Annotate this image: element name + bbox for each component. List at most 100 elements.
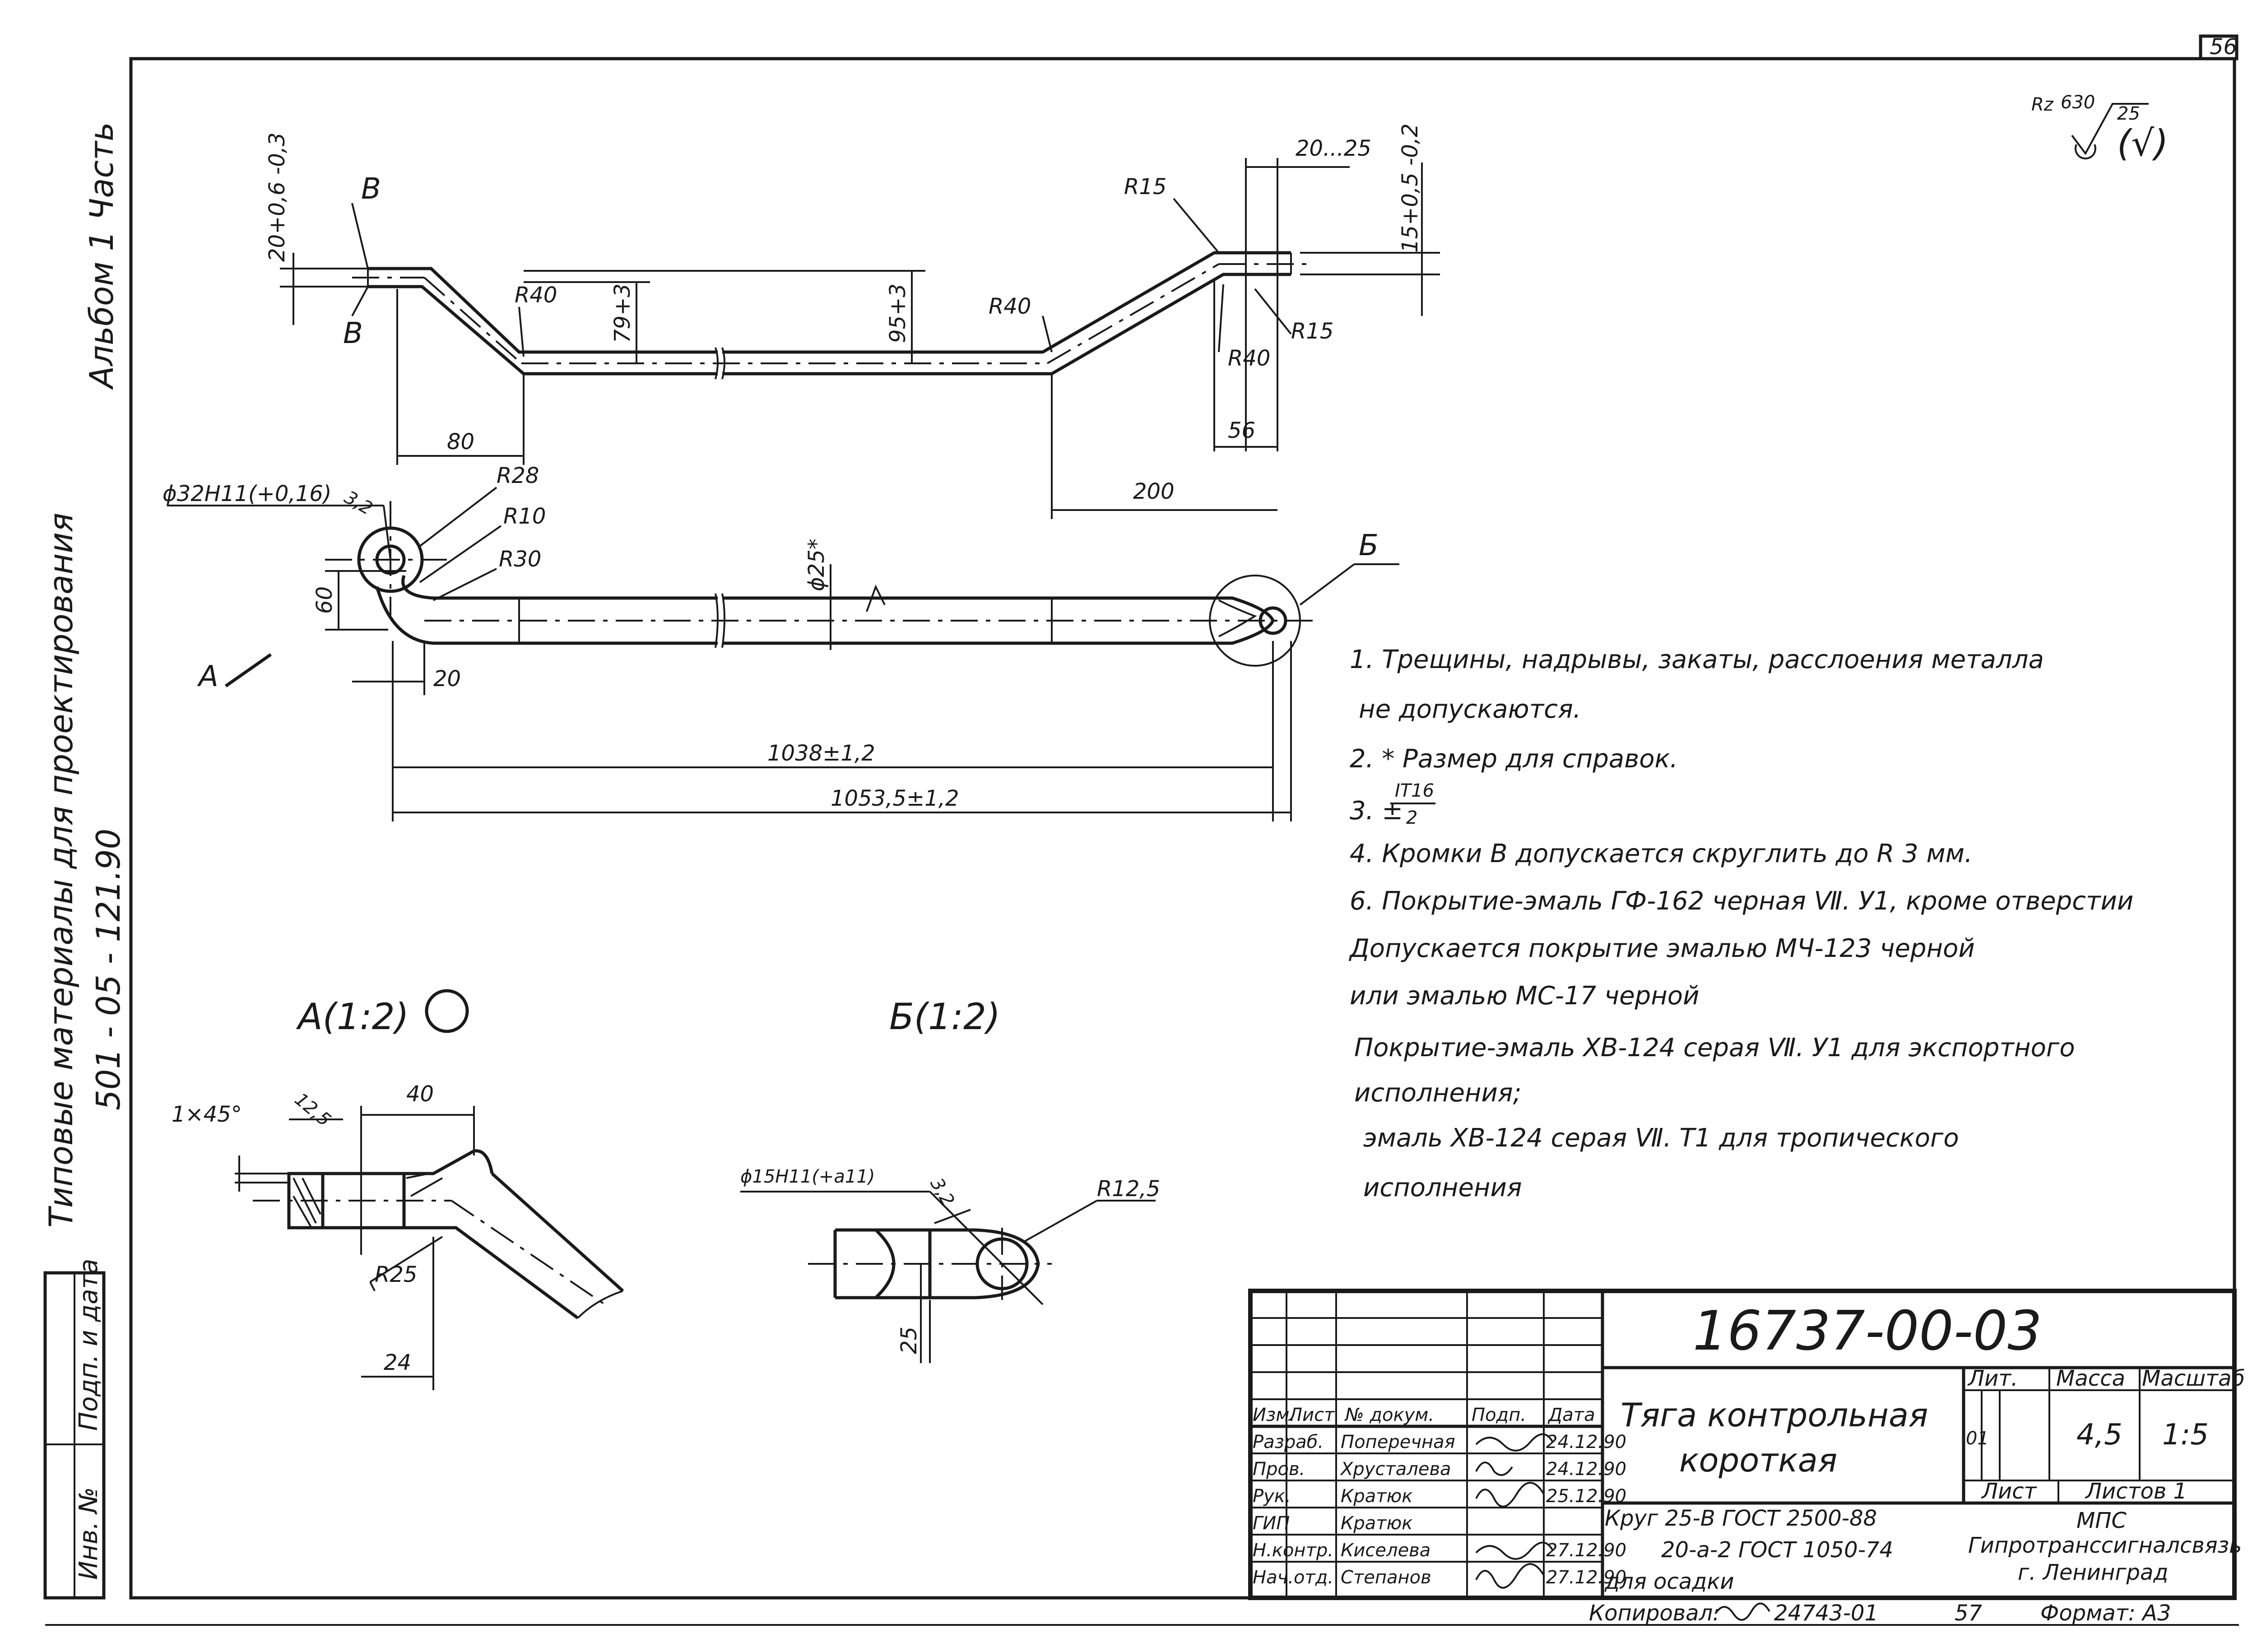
material-1: Круг 25-В ГОСТ 2500-88 [1605, 1506, 1877, 1531]
view-b-title: Б(1:2) [889, 996, 1000, 1038]
date-5: 27.12.90 [1546, 1540, 1626, 1561]
date-6: 27.12.90 [1546, 1567, 1626, 1588]
dim-range-20-25: 20...25 [1296, 136, 1371, 161]
outer-frame [129, 57, 2236, 1600]
view-a-chamfer: 1×45° [172, 1102, 242, 1127]
note-line-11: эмаль ХВ-124 серая Ⅶ. Т1 для тропическог… [1363, 1123, 1959, 1153]
dim-h79: 79+3 [610, 283, 635, 343]
plan-len1038: 1038±1,2 [767, 741, 875, 766]
note3-denominator: 2 [1406, 807, 1417, 828]
col-mass: Масса [2056, 1366, 2125, 1391]
role-1: Разраб. [1253, 1432, 1324, 1452]
note-line-1: 1. Трещины, надрывы, закаты, расслоения … [1350, 645, 2044, 674]
name-4: Кратюк [1341, 1513, 1412, 1534]
footer-copied: Копировал: [1589, 1601, 1720, 1626]
header-doc: № докум. [1344, 1405, 1434, 1425]
top-view: 20+0,6 -0,3 В В R40 79+3 95+3 R40 R15 R1… [265, 123, 1440, 519]
name-1: Поперечная [1341, 1432, 1455, 1452]
note-line-12: исполнения [1363, 1173, 1522, 1202]
role-3: Рук. [1253, 1486, 1291, 1507]
side-stamp-sign: Подп. и дата [74, 1259, 103, 1431]
plan-diam25: ϕ25* [804, 538, 829, 591]
view-a-title: А(1:2) [296, 996, 409, 1038]
org-2: Гипротранссигналсвязь [1968, 1533, 2242, 1558]
note3-numerator: IT16 [1395, 780, 1434, 801]
footer-code: 24743-01 [1774, 1601, 1878, 1626]
side-stamp-inv: Инв. № [74, 1487, 103, 1580]
org-1: МПС [2076, 1508, 2127, 1533]
footer-format: Формат: А3 [2040, 1601, 2171, 1626]
view-b-r12-5: R12,5 [1097, 1176, 1160, 1202]
footer: Копировал: 24743-01 57 Формат: А3 [1589, 1601, 2171, 1626]
note-line-8: или эмалью МС-17 черной [1350, 981, 1699, 1011]
edge-b-bottom: В [343, 317, 363, 350]
plan-h60: 60 [312, 586, 337, 614]
sheet-number-box [2199, 34, 2238, 60]
header-date: Дата [1547, 1405, 1595, 1425]
lit-value: 01 [1966, 1428, 1989, 1449]
dim-r40-left: R40 [515, 283, 557, 308]
view-a-d24: 24 [384, 1350, 411, 1375]
album-label: Альбом 1 Часть [83, 122, 121, 390]
dim-h95: 95+3 [885, 283, 910, 343]
series-label: Типовые материалы для проектирования [42, 513, 80, 1228]
plan-r28: R28 [497, 463, 539, 488]
sheets-label: Листов 1 [2085, 1479, 2187, 1504]
role-2: Пров. [1253, 1459, 1305, 1480]
view-a: А(1:2) 1×45° 12,5 40 R25 24 [172, 989, 624, 1390]
note-line-9: Покрытие-эмаль ХВ-124 серая Ⅶ. У1 для эк… [1354, 1033, 2075, 1063]
doc-number: 16737-00-03 [1693, 1300, 2042, 1363]
name-5: Киселева [1341, 1540, 1430, 1561]
date-3: 25.12.90 [1546, 1486, 1626, 1507]
note-line-7: Допускается покрытие эмалью МЧ-123 черно… [1348, 934, 1975, 963]
role-6: Нач.отд. [1253, 1567, 1333, 1588]
view-b-d25: 25 [896, 1327, 922, 1354]
note-line-10: исполнения; [1354, 1078, 1521, 1108]
dim-r40-mid: R40 [989, 294, 1031, 319]
name-6: Степанов [1341, 1567, 1431, 1588]
date-2: 24.12.90 [1546, 1459, 1626, 1480]
plan-r10: R10 [503, 504, 546, 529]
header-list: Лист [1288, 1405, 1335, 1425]
header-sign: Подп. [1472, 1405, 1526, 1425]
dim-r15-top: R15 [1124, 174, 1166, 200]
note-line-3: 2. * Размер для справок. [1350, 744, 1678, 774]
plan-label-b: Б [1359, 529, 1379, 562]
scale-value: 1:5 [2162, 1418, 2209, 1452]
view-a-r25: R25 [375, 1262, 417, 1287]
plan-d20: 20 [433, 666, 461, 691]
role-4: ГИП [1253, 1513, 1290, 1534]
dim-56: 56 [1228, 418, 1255, 443]
dim-80: 80 [447, 429, 474, 455]
dim-tol-15: 15+0,5 -0,2 [1398, 123, 1423, 253]
note-line-5: 4. Кромки В допускается скруглить до R 3… [1350, 839, 1973, 868]
note-line-2: не допускаются. [1359, 695, 1581, 724]
col-lit: Лит. [1967, 1366, 2018, 1391]
sheet-label: Лист [1981, 1479, 2038, 1504]
technical-notes: 1. Трещины, надрывы, закаты, расслоения … [1348, 645, 2133, 1202]
name-3: Кратюк [1341, 1486, 1412, 1507]
col-scale: Масштаб [2142, 1366, 2245, 1391]
name-2: Хрусталева [1340, 1459, 1451, 1480]
part-name-2: короткая [1679, 1441, 1837, 1479]
svg-text:630: 630 [2061, 92, 2095, 113]
title-block: 16737-00-03 Тяга контрольная короткая Из… [1248, 1289, 2245, 1600]
view-a-d40: 40 [406, 1081, 434, 1107]
plan-rough32: 3,2 [341, 487, 376, 520]
role-5: Н.контр. [1253, 1540, 1333, 1561]
material-2: 20-а-2 ГОСТ 1050-74 [1661, 1537, 1893, 1563]
view-b-rough: 3,2 [926, 1174, 958, 1210]
plan-arrow-a: А [197, 660, 218, 693]
plan-r30: R30 [499, 547, 541, 572]
dim-thick-tol: 20+0,6 -0,3 [265, 132, 290, 262]
footer-num: 57 [1955, 1601, 1983, 1626]
dim-r40-right: R40 [1228, 346, 1270, 371]
view-b: Б(1:2) ϕ15Н11(+а11) 3,2 R12,5 25 [740, 996, 1160, 1363]
plan-view: ϕ32Н11(+0,16) 3,2 R28 R10 R30 60 20 А ϕ2… [163, 463, 1399, 821]
plan-len1053: 1053,5±1,2 [831, 786, 959, 811]
material-3: для осадки [1604, 1569, 1734, 1594]
dim-r15-bottom: R15 [1291, 319, 1333, 344]
edge-b-top: В [361, 172, 381, 206]
dim-200: 200 [1133, 479, 1175, 504]
